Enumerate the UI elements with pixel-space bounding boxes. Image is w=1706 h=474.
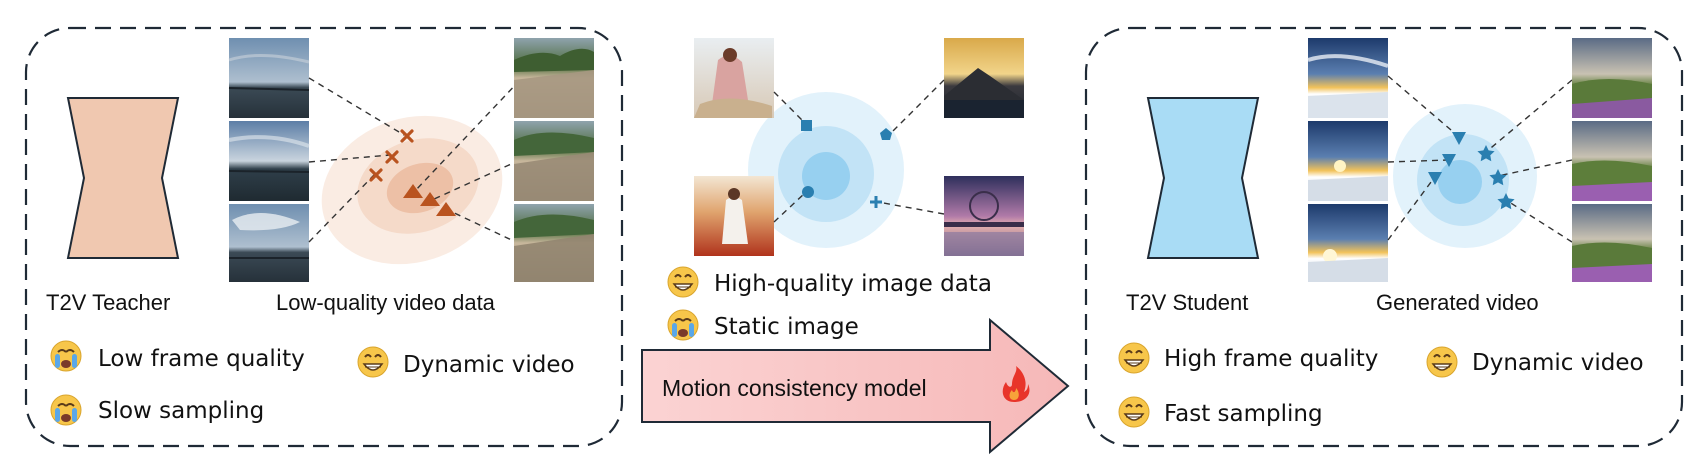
grinning-face-icon bbox=[1426, 346, 1458, 378]
triangle-marker bbox=[1442, 154, 1456, 167]
student-input-frame-1 bbox=[1307, 38, 1389, 118]
student-feature-1: High frame quality bbox=[1118, 342, 1378, 374]
star-marker bbox=[1477, 145, 1495, 162]
teacher-feature-3-text: Slow sampling bbox=[98, 398, 264, 424]
image-connector-1 bbox=[773, 91, 807, 125]
image-connector-4 bbox=[877, 201, 945, 215]
student-video-frames bbox=[1572, 38, 1652, 282]
teacher-cross-markers bbox=[369, 129, 414, 182]
teacher-feature-2-text: Dynamic video bbox=[403, 352, 575, 378]
star-marker bbox=[1489, 169, 1507, 186]
teacher-data-label: Low-quality video data bbox=[276, 290, 496, 315]
teacher-triangle-markers bbox=[403, 184, 456, 216]
teacher-input-frame-3 bbox=[229, 204, 309, 282]
teacher-video-frames bbox=[514, 38, 594, 282]
image-connector-3 bbox=[773, 191, 807, 223]
plus-marker bbox=[870, 196, 882, 208]
student-video-frame-3 bbox=[1572, 204, 1652, 282]
image-feature-2: Static image bbox=[667, 309, 859, 341]
student-feature-1-text: High frame quality bbox=[1164, 346, 1378, 372]
triangle-marker bbox=[436, 202, 456, 216]
image-sample-girl-flowers bbox=[694, 176, 774, 256]
student-feature-2: Dynamic video bbox=[1426, 346, 1644, 378]
teacher-connector-6 bbox=[447, 209, 521, 245]
teacher-connector-2 bbox=[308, 154, 391, 163]
teacher-input-frame-2 bbox=[228, 121, 310, 201]
pentagon-marker bbox=[880, 128, 892, 140]
triangle-marker bbox=[403, 184, 423, 198]
teacher-connector-1 bbox=[308, 77, 405, 136]
teacher-connector-4 bbox=[413, 79, 521, 193]
image-feature-2-text: Static image bbox=[714, 314, 859, 340]
student-network-shape bbox=[1146, 97, 1260, 259]
student-model-label: T2V Student bbox=[1126, 290, 1248, 315]
triangle-marker bbox=[1428, 172, 1442, 185]
teacher-feature-3: Slow sampling bbox=[50, 394, 264, 426]
grinning-face-icon bbox=[1118, 342, 1150, 374]
teacher-feature-2: Dynamic video bbox=[357, 346, 575, 378]
student-feature-3: Fast sampling bbox=[1118, 396, 1323, 428]
grinning-face-icon bbox=[667, 266, 699, 298]
student-connector-4 bbox=[1485, 79, 1573, 153]
teacher-video-frame-3 bbox=[514, 204, 594, 282]
student-connector-6 bbox=[1505, 199, 1573, 243]
student-panel: T2V Student bbox=[1084, 26, 1684, 448]
student-triangle-markers bbox=[1428, 132, 1466, 185]
grinning-face-icon bbox=[1118, 396, 1150, 428]
teacher-panel: T2V Teacher bbox=[24, 26, 624, 448]
student-star-markers bbox=[1477, 145, 1515, 210]
image-sample-woman-beach bbox=[694, 38, 774, 118]
teacher-feature-1: Low frame quality bbox=[50, 340, 305, 372]
teacher-input-frames bbox=[228, 38, 310, 282]
teacher-network-shape bbox=[66, 97, 180, 259]
star-marker bbox=[1497, 193, 1515, 210]
square-marker bbox=[801, 120, 812, 131]
crying-face-icon bbox=[50, 340, 82, 372]
image-sample-pier-ferris-wheel bbox=[944, 176, 1024, 256]
triangle-marker bbox=[420, 192, 440, 206]
student-data-label: Generated video bbox=[1376, 290, 1539, 315]
student-distribution bbox=[1393, 104, 1537, 248]
grinning-face-icon bbox=[357, 346, 389, 378]
teacher-input-frame-1 bbox=[228, 38, 310, 118]
arrow-label: Motion consistency model bbox=[662, 375, 927, 401]
teacher-feature-1-text: Low frame quality bbox=[98, 346, 305, 372]
crying-face-icon bbox=[50, 394, 82, 426]
teacher-connector-3 bbox=[308, 173, 376, 243]
image-connector-2 bbox=[889, 79, 945, 135]
teacher-panel-frame bbox=[24, 26, 624, 448]
triangle-marker bbox=[1452, 132, 1466, 145]
image-panel: High-quality image data Static image Mot… bbox=[641, 38, 1070, 455]
teacher-model-label: T2V Teacher bbox=[46, 290, 170, 315]
student-connector-3 bbox=[1387, 177, 1435, 241]
student-connector-1 bbox=[1387, 75, 1459, 137]
student-input-frames bbox=[1307, 38, 1389, 282]
student-input-frame-2 bbox=[1308, 121, 1388, 201]
student-panel-frame bbox=[1084, 26, 1684, 448]
cross-marker bbox=[385, 150, 399, 164]
student-feature-2-text: Dynamic video bbox=[1472, 350, 1644, 376]
image-distribution bbox=[748, 92, 904, 248]
image-sample-mountain-lake bbox=[944, 38, 1024, 118]
student-video-frame-2 bbox=[1572, 121, 1652, 201]
arrow-shape bbox=[641, 317, 1070, 455]
circle-marker bbox=[802, 186, 814, 198]
student-video-frame-1 bbox=[1572, 38, 1652, 118]
image-feature-1-text: High-quality image data bbox=[714, 271, 992, 297]
cross-marker bbox=[369, 168, 383, 182]
image-feature-1: High-quality image data bbox=[667, 266, 992, 298]
student-feature-3-text: Fast sampling bbox=[1164, 401, 1323, 427]
student-connector-5 bbox=[1497, 159, 1573, 177]
teacher-connector-5 bbox=[431, 159, 521, 201]
crying-face-icon bbox=[667, 309, 699, 341]
cross-marker bbox=[400, 129, 414, 143]
student-input-frame-3 bbox=[1308, 204, 1388, 282]
teacher-video-frame-1 bbox=[514, 38, 594, 118]
teacher-video-frame-2 bbox=[514, 121, 594, 201]
motion-consistency-arrow: Motion consistency model bbox=[641, 317, 1070, 455]
fire-icon bbox=[1002, 366, 1030, 402]
